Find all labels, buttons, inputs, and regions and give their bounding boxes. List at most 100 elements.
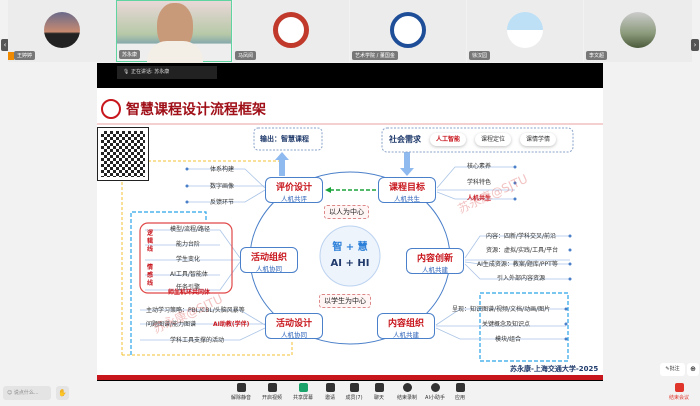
emoji-icon: ☺ <box>7 390 14 396</box>
annotate-button[interactable]: ✎批注 <box>660 363 685 376</box>
org-item: 师生机环共同体 <box>168 289 211 296</box>
speaking-name: 苏永康 <box>154 69 170 75</box>
record-icon <box>402 383 412 392</box>
goal-item: 核心素养 <box>467 163 492 170</box>
innov-item: 内容：四新/学科交叉/前沿 <box>486 233 557 240</box>
unmute-button[interactable]: 解除静音 <box>224 383 258 401</box>
participant-tile[interactable]: 徐汉园 <box>467 0 583 62</box>
org-item: AI工具/智能体 <box>170 271 208 278</box>
eval-item: 数字画像 <box>210 183 235 190</box>
avatar <box>390 12 426 48</box>
human-centered-tag: 以人为中心 <box>324 205 369 219</box>
logic-line-label: 逻辑线 <box>147 230 154 253</box>
pill-positioning: 课程定位 <box>475 133 512 146</box>
avatar <box>44 12 80 48</box>
center-top-text: 智 + 慧 <box>332 242 368 253</box>
avatar <box>273 12 309 48</box>
org-item: 任务引擎 <box>176 284 201 291</box>
slide-bottom-bar <box>97 375 603 380</box>
mic-off-icon <box>236 383 246 392</box>
scroll-right-button[interactable]: › <box>691 39 699 51</box>
center-bottom-text: AI + HI <box>330 258 370 269</box>
end-meeting-button[interactable]: 结束会议 <box>662 383 696 401</box>
blue-dashed-box <box>479 292 569 362</box>
innov-item: 资源：虚拟/实践/工具/平台 <box>486 247 559 254</box>
screen-share-icon <box>298 383 308 392</box>
ai-assistant-button[interactable]: AI小助手 <box>418 383 452 401</box>
org-item: 能力台阶 <box>176 241 201 248</box>
node-evaluation-design: 评价设计人机共评 <box>265 177 323 203</box>
chat-icon <box>374 383 384 392</box>
student-centered-tag: 以学生为中心 <box>319 294 371 308</box>
content-org-item: 关键概念及知识点 <box>482 321 531 328</box>
host-icon <box>8 52 14 60</box>
users-icon <box>349 383 359 392</box>
goal-item: 学科特色 <box>467 179 492 186</box>
pencil-icon: ✎ <box>665 366 670 372</box>
eval-item: 体系构建 <box>210 166 235 173</box>
pill-learning: 课情学情 <box>520 133 557 146</box>
org-item: 学生变化 <box>176 256 201 263</box>
zoom-button[interactable]: ⊕ <box>687 363 699 376</box>
design-item: 主动学习策略：PBL/CBL/头脑风暴等 <box>146 307 245 314</box>
avatar <box>507 12 543 48</box>
node-content-innovation: 内容创新人机共建 <box>406 248 464 274</box>
node-activity-organization: 活动组织人机协同 <box>240 247 298 273</box>
node-activity-design: 活动设计人机协同 <box>265 313 323 339</box>
participant-tile[interactable]: 李文超 <box>584 0 692 62</box>
speaking-label: 正在讲话: <box>130 69 153 75</box>
participant-name: 马凤阅 <box>235 51 257 60</box>
eval-item: 反馈环节 <box>210 199 235 206</box>
participant-name: 王婷婷 <box>14 51 36 60</box>
speaking-indicator: 🎙 正在讲话: 苏永康 <box>117 66 217 79</box>
slide-title: 智慧课程设计流程框架 <box>126 102 266 118</box>
participant-name: 李文超 <box>586 51 608 60</box>
content-org-item: 模块/组合 <box>495 336 522 343</box>
emotion-line-label: 情感线 <box>147 264 154 287</box>
red-group-box <box>139 222 233 294</box>
avatar <box>620 12 656 48</box>
qr-code[interactable] <box>97 127 149 181</box>
slide-footer: 苏永康-上海交通大学-2025 <box>510 365 599 373</box>
output-label: 输出：智慧课程 <box>260 135 309 143</box>
scroll-left-button[interactable]: ‹ <box>1 39 9 51</box>
share-screen-button[interactable]: 共享屏幕 <box>286 383 320 401</box>
innov-item: AI生成资源：教案/题库/PPT等 <box>477 261 558 268</box>
design-item: AI助教(学伴) <box>213 321 250 328</box>
design-item: 问题图谱/能力图谱 <box>146 321 197 328</box>
participant-name: 艺术学院 / 董国金 <box>352 51 398 60</box>
node-content-organization: 内容组织人机共建 <box>377 313 435 339</box>
add-user-icon <box>325 383 335 392</box>
stop-recording-button[interactable]: 结束录制 <box>390 383 424 401</box>
participant-video-tile[interactable]: 苏永康 <box>116 0 232 63</box>
invite-button[interactable]: 邀请 <box>313 383 347 401</box>
start-video-button[interactable]: 开启视频 <box>255 383 289 401</box>
apps-button[interactable]: 应用 <box>443 383 477 401</box>
apps-icon <box>455 383 465 392</box>
university-logo <box>101 99 121 119</box>
speaker-body <box>147 41 203 63</box>
goal-item: 人机共生 <box>467 195 492 202</box>
node-course-goal: 课程目标人机共生 <box>378 177 436 203</box>
output-box-border <box>253 127 323 151</box>
blue-dashed-path <box>130 211 207 355</box>
participant-tile[interactable]: 艺术学院 / 董国金 <box>350 0 466 62</box>
participant-name: 徐汉园 <box>469 51 491 60</box>
ai-assistant-icon <box>430 383 440 392</box>
raise-hand-button[interactable]: ✋ <box>56 386 69 400</box>
chat-input[interactable]: ☺ 说点什么... <box>3 386 51 400</box>
social-needs-label: 社会需求 <box>389 135 421 144</box>
camera-off-icon <box>267 383 277 392</box>
org-item: 模型/流程/路径 <box>170 226 211 233</box>
members-button[interactable]: 成员(7) <box>337 383 371 401</box>
participant-tile[interactable]: 王婷婷 <box>8 0 116 62</box>
chat-button[interactable]: 聊天 <box>362 383 396 401</box>
exit-icon <box>674 383 684 392</box>
innov-item: 引入外部内容资源 <box>497 275 546 282</box>
participant-tile[interactable]: 马凤阅 <box>233 0 349 62</box>
down-arrow <box>400 152 414 176</box>
design-item: 学科工具支撑的活动 <box>170 337 225 344</box>
up-arrow <box>275 152 289 176</box>
participant-name: 苏永康 <box>119 50 141 59</box>
